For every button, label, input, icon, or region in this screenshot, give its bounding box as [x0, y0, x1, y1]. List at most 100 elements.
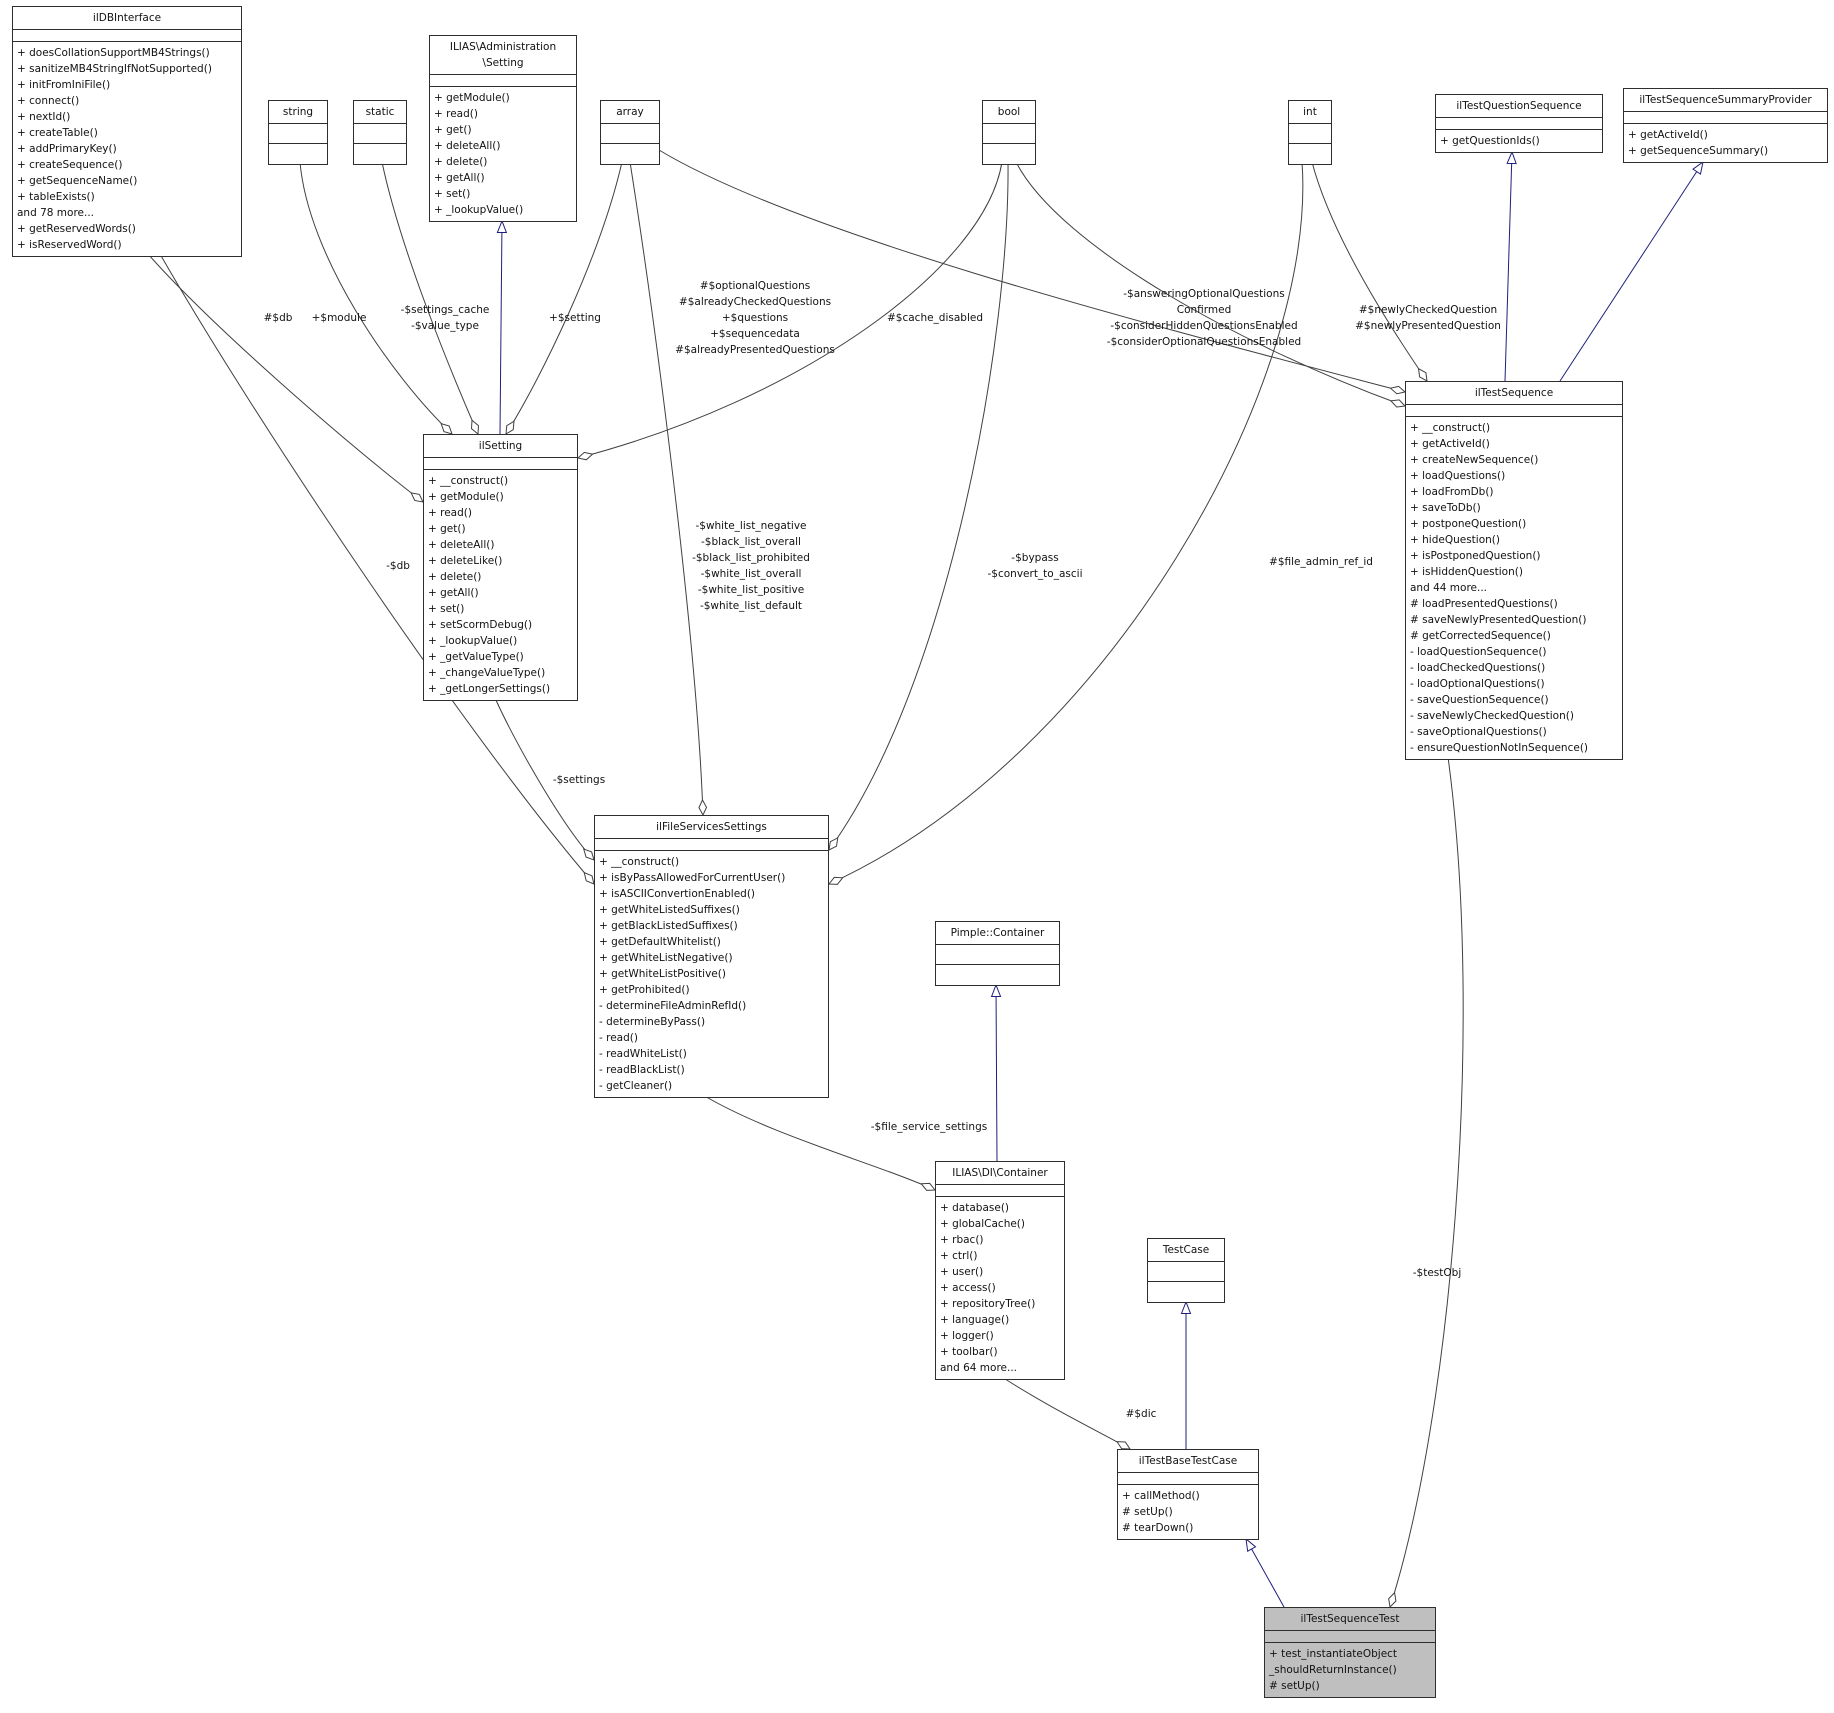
edge-label-line: #$dic	[1125, 1408, 1157, 1420]
class-title: ilTestQuestionSequence	[1436, 95, 1602, 118]
class-method: - saveNewlyCheckedQuestion()	[1410, 710, 1574, 722]
class-method: + isASCIIConvertionEnabled()	[599, 888, 756, 900]
class-node-di_container[interactable]: ILIAS\DI\Container+ database()+ globalCa…	[935, 1161, 1065, 1380]
class-method: + getSequenceName()	[17, 175, 138, 187]
class-node-ilTestBaseTestCase[interactable]: ilTestBaseTestCase+ callMethod()# setUp(…	[1117, 1449, 1259, 1540]
aggregation-edge-settings_cache	[381, 161, 478, 434]
class-methods-compartment: + test_instantiateObject_shouldReturnIns…	[1265, 1643, 1435, 1697]
class-node-string[interactable]: string	[268, 100, 328, 165]
class-node-array[interactable]: array	[600, 100, 660, 165]
class-method: + _changeValueType()	[428, 667, 546, 679]
class-node-admin_setting[interactable]: ILIAS\Administration\Setting+ getModule(…	[429, 35, 577, 222]
edge-label-line: -$testObj	[1412, 1267, 1462, 1279]
class-node-ilTestSequenceSummaryProvider[interactable]: ilTestSequenceSummaryProvider+ getActive…	[1623, 88, 1828, 163]
class-node-static[interactable]: static	[353, 100, 407, 165]
class-method: + getWhiteListNegative()	[599, 952, 733, 964]
class-title: ilTestSequenceTest	[1265, 1608, 1435, 1631]
class-attributes-compartment	[13, 30, 241, 42]
class-method: + get()	[434, 124, 472, 136]
edge-label-line: -$settings	[552, 774, 606, 786]
edge-label-line: -$white_list_default	[699, 600, 803, 612]
edge-label-line: +$setting	[549, 312, 601, 324]
class-method: + sanitizeMB4StringIfNotSupported()	[17, 63, 212, 75]
edge-label-line: -$white_list_negative	[695, 520, 807, 532]
edge-label-line: -$black_list_prohibited	[692, 552, 810, 564]
class-node-ilTestSequenceTest[interactable]: ilTestSequenceTest + test_instantiateObje…	[1264, 1607, 1436, 1698]
class-title: ilTestBaseTestCase	[1118, 1450, 1258, 1473]
class-method: + createNewSequence()	[1410, 454, 1539, 466]
edge-label-seq_arrays: #$optionalQuestions#$alreadyCheckedQuest…	[675, 278, 835, 358]
class-attributes-compartment	[1289, 124, 1331, 144]
edge-label-file_admin: #$file_admin_ref_id	[1269, 554, 1373, 570]
class-method: + test_instantiateObject	[1269, 1648, 1398, 1660]
inheritance-edge-inh_setting	[500, 221, 502, 435]
class-node-bool[interactable]: bool	[982, 100, 1036, 165]
aggregation-edge-settings	[494, 697, 594, 860]
class-title-line: TestCase	[1162, 1244, 1210, 1256]
class-method: + getWhiteListedSuffixes()	[599, 904, 740, 916]
class-title: TestCase	[1148, 1239, 1224, 1262]
class-method: + nextId()	[17, 111, 71, 123]
class-method: - determineByPass()	[599, 1016, 706, 1028]
aggregation-edge-db_setting	[147, 253, 423, 502]
edge-label-seq_ints: #$newlyCheckedQuestion#$newlyPresentedQu…	[1355, 302, 1501, 334]
edge-label-line: +$sequencedata	[710, 328, 800, 340]
class-method: + createTable()	[17, 127, 98, 139]
edge-label-setting_arr: +$setting	[549, 310, 601, 326]
class-method: + deleteAll()	[428, 539, 495, 551]
class-title-line: ilDBInterface	[92, 12, 162, 24]
class-title-line: int	[1303, 106, 1317, 118]
aggregation-edge-setting_arr	[506, 161, 623, 434]
class-method: # tearDown()	[1122, 1522, 1194, 1534]
class-node-ilSetting[interactable]: ilSetting+ __construct()+ getModule()+ r…	[423, 434, 578, 701]
class-method: + getModule()	[434, 92, 510, 104]
class-method: + user()	[940, 1266, 984, 1278]
class-title: ilTestSequenceSummaryProvider	[1624, 89, 1827, 112]
class-title: array	[601, 101, 659, 124]
edge-label-line: -$considerHiddenQuestionsEnabled	[1110, 320, 1298, 332]
class-method: + language()	[940, 1314, 1010, 1326]
class-method: + postponeQuestion()	[1410, 518, 1527, 530]
class-title-line: ilTestSequence	[1474, 387, 1554, 399]
aggregation-edge-db_fss	[159, 253, 594, 884]
class-node-TestCase[interactable]: TestCase	[1147, 1238, 1225, 1303]
class-node-ilFileServicesSettings[interactable]: ilFileServicesSettings + __construct()+ i…	[594, 815, 829, 1098]
class-method: and 78 more...	[17, 207, 95, 219]
class-method: + get()	[428, 523, 466, 535]
class-methods-compartment: + doesCollationSupportMB4Strings()+ sani…	[13, 42, 241, 256]
class-node-ilDBInterface[interactable]: ilDBInterface + doesCollationSupportMB4St…	[12, 6, 242, 257]
class-node-int[interactable]: int	[1288, 100, 1332, 165]
class-title: ilDBInterface	[13, 7, 241, 30]
class-methods-compartment: + database()+ globalCache()+ rbac()+ ctr…	[936, 1197, 1064, 1379]
edge-label-line: #$alreadyPresentedQuestions	[675, 344, 835, 356]
inheritance-edge-inh_pimple	[996, 985, 997, 1162]
edge-label-line: #$newlyPresentedQuestion	[1355, 320, 1501, 332]
edge-label-cache_disabled: #$cache_disabled	[887, 310, 983, 326]
class-method: + isReservedWord()	[17, 239, 122, 251]
class-attributes-compartment	[1265, 1631, 1435, 1643]
aggregation-edge-seq_bools	[1015, 161, 1405, 406]
class-method: - loadCheckedQuestions()	[1410, 662, 1546, 674]
class-title-line: Pimple::Container	[950, 927, 1045, 939]
class-node-ilTestSequence[interactable]: ilTestSequence + __construct()+ getActive…	[1405, 381, 1623, 760]
class-method: - read()	[599, 1032, 638, 1044]
edge-label-line: -$convert_to_ascii	[987, 568, 1083, 580]
class-methods-compartment: + __construct()+ getActiveId()+ createNe…	[1406, 417, 1622, 759]
class-method: + tableExists()	[17, 191, 95, 203]
class-method: + hideQuestion()	[1410, 534, 1500, 546]
class-method: + callMethod()	[1122, 1490, 1200, 1502]
class-method: + getAll()	[434, 172, 485, 184]
class-node-pimple_container[interactable]: Pimple::Container	[935, 921, 1060, 986]
class-method: + deleteAll()	[434, 140, 501, 152]
class-methods-compartment: + __construct()+ isByPassAllowedForCurre…	[595, 851, 828, 1097]
class-title: ilFileServicesSettings	[595, 816, 828, 839]
class-attributes-compartment	[354, 124, 406, 144]
inheritance-edge-inh_basetest	[1246, 1539, 1285, 1608]
class-method: + read()	[428, 507, 472, 519]
class-node-ilTestQuestionSequence[interactable]: ilTestQuestionSequence+ getQuestionIds()	[1435, 94, 1603, 153]
class-method: + connect()	[17, 95, 80, 107]
class-method: + getAll()	[428, 587, 479, 599]
edge-label-line: -$settings_cache	[400, 304, 490, 316]
